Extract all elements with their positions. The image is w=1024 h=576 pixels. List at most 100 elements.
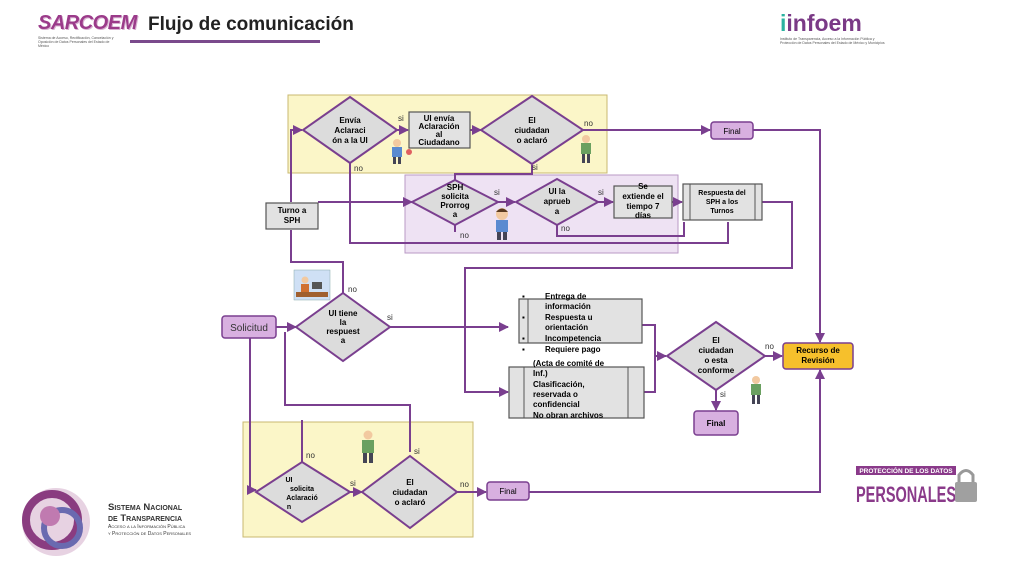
decision-ciudadano-conforme: El ciudadan o esta conforme (665, 320, 767, 392)
list-bullet-1: ▪ (522, 292, 525, 301)
conforme-line-3: o esta (704, 356, 728, 365)
solicitud-node: Solicitud (221, 315, 277, 339)
ui-aprueba-line-1: UI la (549, 187, 566, 196)
edge-label-no-envia: no (354, 164, 363, 173)
snt-logo-icon (22, 488, 90, 556)
person-icon-ciudadano-mid (751, 376, 761, 404)
respuesta-sph-line-3: Turnos (710, 208, 733, 215)
final-bot-label: Final (499, 487, 517, 496)
clasif-line-4: reservada o (533, 390, 578, 399)
outcome-list-node: ▪ Entrega de información ▪ Respuesta u o… (518, 292, 643, 354)
final-mid-node: Final (693, 410, 739, 436)
final-top-label: Final (723, 127, 741, 136)
ui-envia-line-4: Ciudadano (418, 138, 459, 147)
decision-envia-aclaracion: Envía Aclaraci ón a la UI (301, 95, 399, 165)
connectors (247, 125, 825, 497)
turno-sph-line-1: Turno a (278, 206, 307, 215)
conforme-line-4: conforme (698, 366, 735, 375)
se-extiende-line-4: días (635, 211, 652, 220)
clasificacion-node: (Acta de comité de Inf.) Clasificación, … (508, 359, 645, 420)
se-extiende-line-1: Se (638, 182, 648, 191)
edge-label-no-prorroga: no (460, 231, 469, 240)
sarcoem-logo: SARCOEM Sistema de Acceso, Rectificación… (38, 12, 137, 48)
sph-prorroga-line-2: solicita (441, 192, 469, 201)
snt-line-3: Acceso a la Información Pública (108, 524, 186, 530)
list-bullet-4: ▪ (522, 345, 525, 354)
edge-label-no-aclaro-bot: no (460, 480, 469, 489)
ui-envia-line-2: Aclaración (419, 122, 460, 131)
edge-label-si-prorroga: si (494, 188, 500, 197)
page-title: Flujo de comunicación (148, 14, 354, 35)
clasif-line-3: Clasificación, (533, 380, 585, 389)
person-icon-ciudadano-bottom (362, 430, 374, 463)
clasif-line-2: Inf.) (533, 369, 548, 378)
recurso-line-2: Revisión (801, 356, 834, 365)
sph-prorroga-line-3: Prorrog (440, 201, 469, 210)
aclaro-bot-line-2: ciudadan (392, 488, 427, 497)
aclaro-top-line-1: El (528, 116, 536, 125)
snt-line-4: y Protección de Datos Personales (108, 530, 192, 537)
clasif-line-6: No obran archivos (533, 411, 604, 420)
person-icon-ui (392, 139, 412, 164)
snt-logo-text: Sistema Nacional de Transparencia Acceso… (108, 502, 228, 537)
edge-label-no-conforme: no (765, 342, 774, 351)
infoem-tagline: Instituto de Transparencia, Acceso a la … (780, 37, 885, 45)
ui-solicita-line-4: n (287, 504, 291, 511)
conforme-line-1: El (712, 336, 720, 345)
person-icon-ciudadano-top (581, 135, 591, 163)
ui-solicita-line-2: solicita (290, 486, 314, 493)
edge-label-si-tiene: si (387, 313, 393, 322)
clasif-line-1: (Acta de comité de (533, 359, 605, 368)
edge-label-no-aclaro-top: no (584, 119, 593, 128)
title-underline (130, 40, 320, 43)
ui-envia-line-1: UI envía (424, 114, 455, 123)
ui-solicita-line-3: Aclaració (286, 495, 318, 502)
sarcoem-tagline: Sistema de Acceso, Rectificación, Cancel… (38, 36, 114, 48)
aclaro-bot-line-3: o aclaró (395, 498, 426, 507)
decision-ui-tiene-respuesta: UI tiene la respuest a (294, 291, 392, 363)
recurso-line-1: Recurso de (796, 346, 840, 355)
list-item-4: Requiere pago (545, 345, 601, 354)
envia-line-3: ón a la UI (332, 136, 368, 145)
final-bottom-node: Final (486, 481, 530, 501)
sph-prorroga-line-1: SPH (447, 183, 464, 192)
se-extiende-line-3: tiempo 7 (627, 202, 660, 211)
ui-tiene-line-3: respuest (326, 327, 360, 336)
ui-tiene-line-1: UI tiene (329, 309, 358, 318)
sph-prorroga-line-4: a (453, 210, 458, 219)
list-item-2b: orientación (545, 323, 588, 332)
edge-label-si-aclaro-bot: si (414, 447, 420, 456)
respuesta-sph-line-2: SPH a los (706, 199, 738, 206)
decision-ui-solicita-aclaracion: UI solicita Aclaració n (254, 460, 352, 524)
clasif-line-5: confidencial (533, 400, 580, 409)
ui-solicita-line-1: UI (286, 477, 293, 484)
final-top-node: Final (710, 121, 754, 140)
respuesta-sph-line-1: Respuesta del (698, 190, 746, 197)
list-item-1b: información (545, 302, 591, 311)
proteccion-datos-badge: PROTECCIÓN DE LOS DATOS PERSONALES (854, 462, 977, 508)
envia-line-1: Envía (339, 116, 361, 125)
decision-ciudadano-aclaro-top: El ciudadan o aclaró (479, 94, 585, 166)
list-item-3: Incompetencia (545, 334, 602, 343)
infoem-logo: iinfoem Instituto de Transparencia, Acce… (780, 10, 890, 45)
ui-aprueba-line-2: aprueb (544, 197, 571, 206)
ui-tiene-line-4: a (341, 336, 346, 345)
ui-tiene-line-2: la (340, 318, 347, 327)
final-mid-label: Final (707, 419, 726, 428)
edge-label-si-aprueba: si (598, 188, 604, 197)
decision-sph-prorroga: SPH solicita Prorrog a (409, 178, 501, 227)
snt-line-2: de Transparencia (108, 513, 183, 524)
decision-ui-aprueba: UI la aprueb a (513, 177, 601, 227)
pdp-line-1: PROTECCIÓN DE LOS DATOS (859, 466, 953, 475)
list-item-2a: Respuesta u (545, 313, 593, 322)
list-item-1a: Entrega de (545, 292, 587, 301)
turno-sph-line-2: SPH (284, 216, 301, 225)
se-extiende-node: Se extiende el tiempo 7 días (613, 182, 673, 220)
edge-label-si-envia: si (398, 114, 404, 123)
conforme-line-2: ciudadan (698, 346, 733, 355)
solicitud-label: Solicitud (230, 323, 268, 334)
list-bullet-2: ▪ (522, 313, 525, 322)
decision-ciudadano-aclaro-bottom: El ciudadan o aclaró (360, 454, 459, 530)
infoem-logo-text: infoem (786, 10, 862, 36)
